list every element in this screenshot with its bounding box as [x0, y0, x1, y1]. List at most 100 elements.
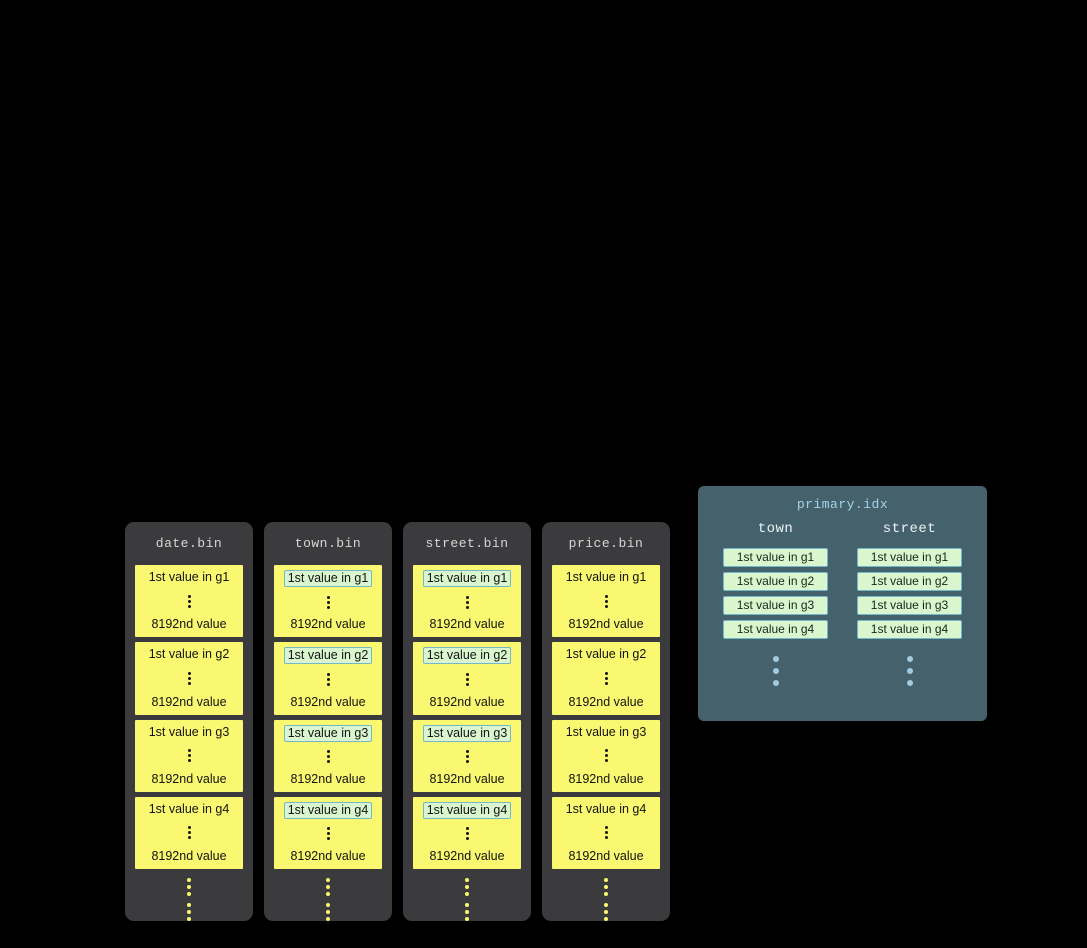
granule-first-value: 1st value in g4: [148, 801, 230, 816]
granule-ellipsis: [604, 826, 608, 840]
ellipsis-dot: [326, 885, 330, 889]
granule-first-value: 1st value in g3: [565, 724, 647, 739]
granule-last-value: 8192nd value: [568, 694, 644, 709]
granule-last-value: 8192nd value: [151, 771, 227, 786]
granule-last-value: 8192nd value: [429, 694, 505, 709]
ellipsis-dot: [326, 910, 330, 914]
ellipsis-dot: [465, 672, 469, 676]
ellipsis-dot: [187, 681, 191, 685]
ellipsis-dot: [604, 754, 608, 758]
ellipsis-dot: [326, 677, 330, 681]
index-mark: 1st value in g2: [723, 572, 828, 591]
ellipsis-dot: [465, 892, 469, 896]
index-mark: 1st value in g3: [723, 596, 828, 615]
ellipsis-dot: [604, 826, 608, 830]
ellipsis-dot: [326, 903, 330, 907]
ellipsis-dot: [326, 600, 330, 604]
ellipsis-dot: [772, 680, 779, 686]
bin-file-title: price.bin: [568, 536, 644, 551]
granule-last-value: 8192nd value: [568, 849, 644, 863]
ellipsis-dot: [465, 750, 469, 754]
ellipsis-dot: [772, 656, 779, 662]
granule-block: 1st value in g3 8192nd value: [413, 719, 521, 792]
granule-first-value-marked: 1st value in g4: [422, 801, 512, 819]
ellipsis-dot: [326, 760, 330, 764]
ellipsis-dot: [465, 837, 469, 841]
granule-last-value: 8192nd value: [290, 771, 366, 786]
ellipsis-dot: [465, 827, 469, 831]
ellipsis-dot: [187, 594, 191, 598]
granule-last-value: 8192nd value: [429, 771, 505, 786]
more-granules-ellipsis: [187, 878, 191, 921]
ellipsis-dot: [187, 604, 191, 608]
granule-ellipsis: [187, 826, 191, 840]
bin-file-title: street.bin: [425, 536, 509, 551]
granule-ellipsis: [326, 827, 330, 841]
ellipsis-dot: [326, 672, 330, 676]
ellipsis-dot: [187, 910, 191, 914]
more-marks-ellipsis: [906, 656, 913, 686]
granule-ellipsis: [604, 749, 608, 763]
granule-ellipsis: [465, 595, 469, 609]
ellipsis-dot: [187, 826, 191, 830]
ellipsis-dot: [604, 671, 608, 675]
ellipsis-dot-group: [326, 878, 330, 896]
ellipsis-dot: [604, 831, 608, 835]
ellipsis-dot-group: [187, 903, 191, 921]
granule-ellipsis: [465, 827, 469, 841]
ellipsis-dot: [187, 671, 191, 675]
index-panel-title: primary.idx: [796, 497, 889, 512]
granule-block: 1st value in g3 8192nd value: [135, 719, 243, 792]
granule-first-value: 1st value in g3: [148, 724, 230, 739]
bin-file-title: date.bin: [155, 536, 223, 551]
ellipsis-dot: [604, 892, 608, 896]
granule-ellipsis: [187, 671, 191, 685]
ellipsis-dot: [604, 836, 608, 840]
ellipsis-dot: [604, 676, 608, 680]
ellipsis-dot: [187, 599, 191, 603]
ellipsis-dot: [465, 903, 469, 907]
ellipsis-dot: [326, 832, 330, 836]
ellipsis-dot: [772, 668, 779, 674]
more-granules-ellipsis: [326, 878, 330, 921]
ellipsis-dot: [187, 903, 191, 907]
granule-block: 1st value in g2 8192nd value: [552, 642, 660, 715]
ellipsis-dot: [187, 892, 191, 896]
ellipsis-dot: [326, 892, 330, 896]
ellipsis-dot: [604, 885, 608, 889]
more-marks-ellipsis: [772, 656, 779, 686]
ellipsis-dot: [187, 885, 191, 889]
ellipsis-dot: [604, 759, 608, 763]
ellipsis-dot-group: [187, 878, 191, 896]
ellipsis-dot: [187, 676, 191, 680]
granule-last-value: 8192nd value: [429, 849, 505, 863]
granule-block: 1st value in g4 8192nd value: [413, 796, 521, 869]
granule-first-value: 1st value in g2: [565, 647, 647, 662]
ellipsis-dot: [326, 750, 330, 754]
ellipsis-dot: [604, 917, 608, 921]
bin-file-title: town.bin: [294, 536, 362, 551]
ellipsis-dot: [906, 668, 913, 674]
ellipsis-dot: [326, 595, 330, 599]
more-granules-ellipsis: [465, 878, 469, 921]
ellipsis-dot: [604, 681, 608, 685]
granule-first-value-marked: 1st value in g3: [422, 724, 512, 742]
ellipsis-dot: [604, 878, 608, 882]
granule-first-value: 1st value in g1: [148, 570, 230, 584]
ellipsis-dot: [906, 656, 913, 662]
ellipsis-dot: [326, 682, 330, 686]
ellipsis-dot: [465, 917, 469, 921]
ellipsis-dot: [604, 604, 608, 608]
ellipsis-dot: [906, 680, 913, 686]
ellipsis-dot: [465, 595, 469, 599]
more-granules-ellipsis: [604, 878, 608, 921]
